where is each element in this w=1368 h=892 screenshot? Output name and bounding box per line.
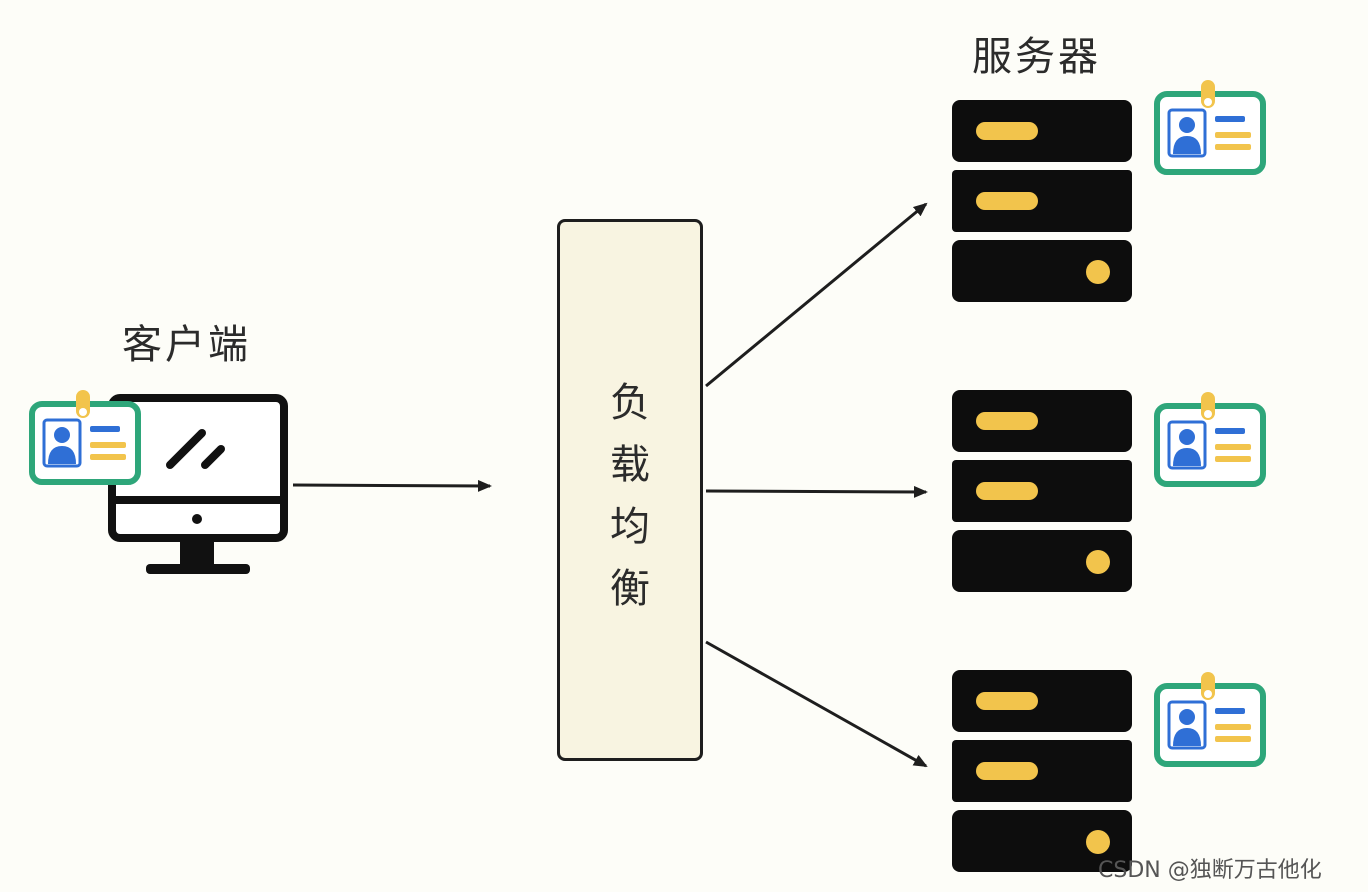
load-balancer-char: 载	[610, 442, 650, 488]
load-balancer-box: 负 载 均 衡	[557, 219, 703, 761]
id-badge-icon	[32, 390, 138, 482]
arrow-icon	[705, 202, 928, 388]
id-badge-icon	[1157, 392, 1263, 484]
arrow-icon	[705, 485, 928, 498]
id-badge-icon	[1157, 80, 1263, 172]
server-rack-icon	[952, 390, 1132, 592]
server-rack-icon	[952, 670, 1132, 872]
load-balancer-char: 衡	[610, 566, 650, 612]
client-label: 客户端	[122, 322, 251, 368]
load-balancer-char: 均	[610, 504, 650, 550]
servers-label: 服务器	[972, 34, 1101, 80]
watermark: CSDN @独断万古他化	[1098, 858, 1322, 883]
arrow-icon	[705, 640, 928, 768]
id-badge-icon	[1157, 672, 1263, 764]
load-balancer-char: 负	[610, 380, 650, 426]
load-balancer-label: 负 载 均 衡	[560, 372, 700, 620]
monitor-icon	[108, 394, 288, 574]
arrow-icon	[292, 479, 492, 492]
server-rack-icon	[952, 100, 1132, 302]
